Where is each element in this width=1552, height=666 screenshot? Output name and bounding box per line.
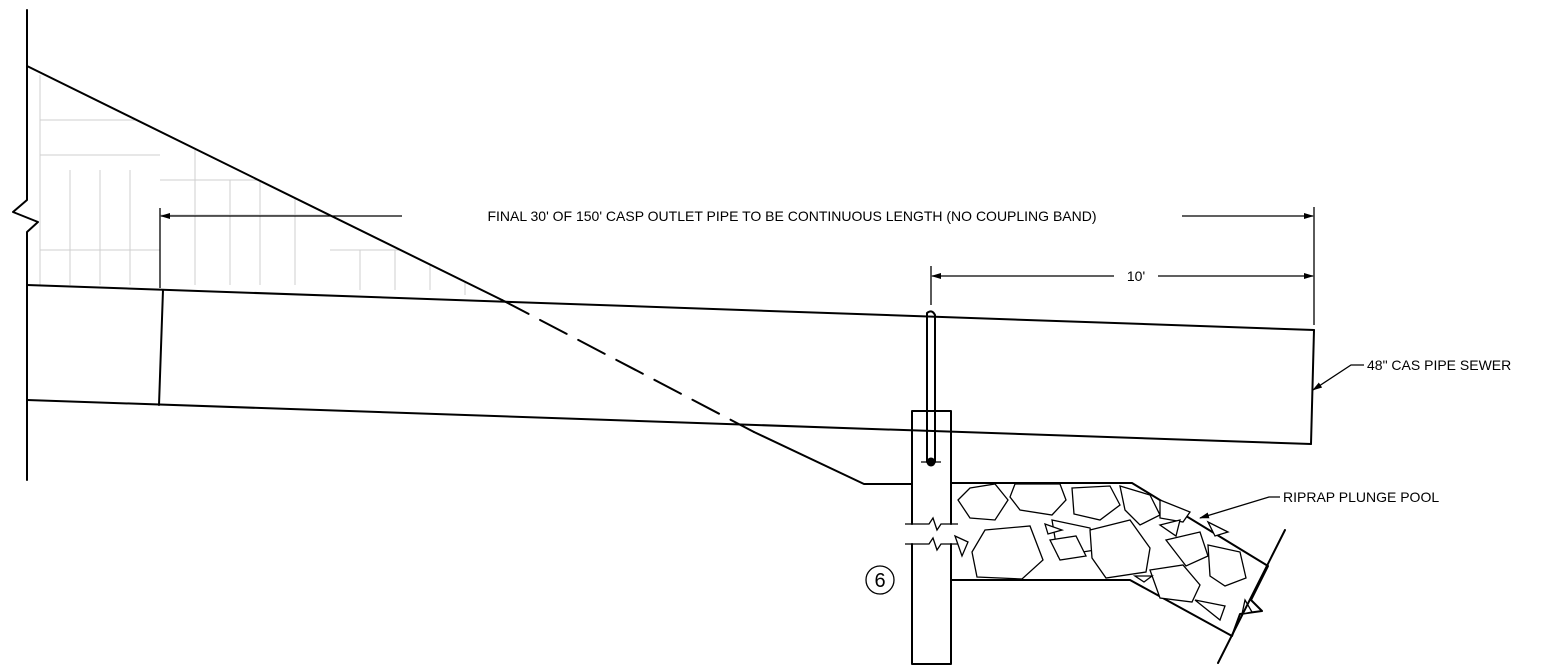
riprap-plunge-pool — [950, 482, 1286, 664]
pipe-end-line — [1310, 329, 1315, 445]
dimension-10ft: 10' — [930, 264, 1314, 305]
support-post — [905, 310, 958, 665]
pipe-top-line — [26, 284, 1315, 331]
wall-line — [12, 9, 39, 481]
post-break — [905, 516, 958, 552]
detail-number-circle — [865, 565, 895, 595]
pipe-label: 48" CAS PIPE SEWER — [1367, 357, 1511, 373]
riprap-cut-line — [1217, 529, 1286, 664]
embankment-toe — [753, 431, 913, 485]
dimension-10ft-label: 10' — [1127, 268, 1145, 284]
pipe-leader-line — [1312, 364, 1364, 391]
continuous-length-note: FINAL 30' OF 150' CASP OUTLET PIPE TO BE… — [487, 208, 1096, 224]
pipe-callout: 48" CAS PIPE SEWER — [1312, 357, 1511, 391]
riprap-leader-line — [1199, 496, 1280, 519]
embankment-slope-hidden — [501, 299, 755, 433]
riprap-label: RIPRAP PLUNGE POOL — [1283, 489, 1439, 505]
detail-number-badge: 6 — [865, 565, 895, 595]
pipe-48in — [26, 284, 1315, 445]
post-outline — [911, 410, 952, 665]
dimension-continuous-length: FINAL 30' OF 150' CASP OUTLET PIPE TO BE… — [159, 204, 1315, 325]
pipe-bottom-line — [26, 399, 1312, 445]
hanger-rod — [926, 310, 936, 463]
pipe-joint-line — [158, 289, 164, 406]
detail-number: 6 — [874, 570, 885, 592]
hanger-bolt-head — [926, 457, 936, 467]
riprap-callout: RIPRAP PLUNGE POOL — [1199, 489, 1439, 519]
embankment-slope — [26, 65, 503, 301]
soil-hatch — [39, 75, 502, 295]
